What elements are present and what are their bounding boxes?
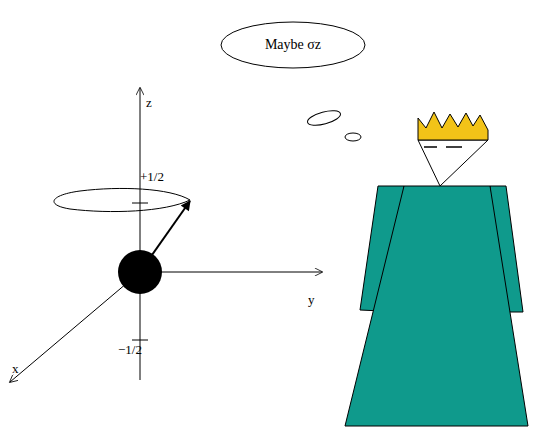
precession-loop bbox=[54, 188, 190, 211]
axis-label: −1/2 bbox=[118, 343, 142, 356]
face bbox=[418, 140, 488, 186]
axis-label: +1/2 bbox=[140, 170, 164, 183]
axis-label: x bbox=[12, 362, 19, 375]
eye bbox=[424, 146, 437, 148]
x-axis bbox=[10, 272, 140, 382]
thought-bubble bbox=[306, 108, 342, 128]
thought-text: Maybe σz bbox=[220, 37, 366, 53]
thought-bubble bbox=[345, 133, 361, 141]
tick bbox=[132, 203, 148, 204]
robe bbox=[345, 186, 528, 426]
axis-label: z bbox=[146, 96, 152, 109]
crown-hair bbox=[418, 112, 488, 140]
y-axis bbox=[140, 272, 322, 273]
tick bbox=[132, 340, 148, 341]
thought-bubble: Maybe σz bbox=[220, 21, 366, 69]
axis-label: y bbox=[308, 293, 315, 306]
particle bbox=[118, 250, 162, 294]
eye bbox=[446, 146, 462, 148]
